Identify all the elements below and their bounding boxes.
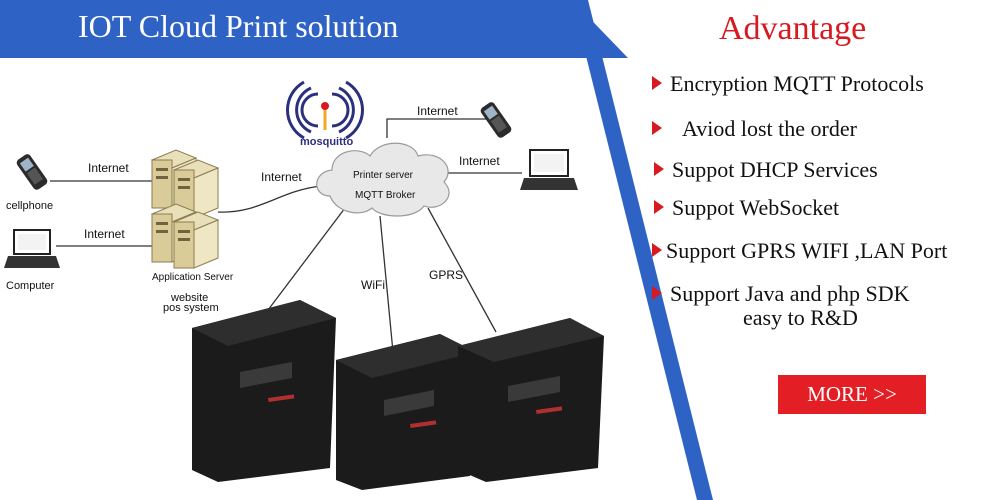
label-wifi: WiFi	[361, 278, 385, 292]
bullet-arrow-icon	[652, 121, 662, 135]
more-button[interactable]: MORE >>	[778, 375, 926, 414]
page-title: IOT Cloud Print solution	[78, 8, 399, 44]
computer-icon	[4, 229, 60, 268]
label-computer: Computer	[6, 280, 55, 292]
mosquitto-logo-text: mosquitto	[300, 136, 354, 148]
thermal-printer-icon	[336, 334, 476, 490]
advantage-item-continuation: easy to R&D	[743, 305, 858, 330]
link-cloud-printer-center	[379, 215, 394, 353]
mosquitto-logo-icon	[286, 80, 364, 140]
label-internet-phone: Internet	[88, 161, 129, 175]
advantage-item: Support Java and php SDK	[652, 282, 910, 306]
label-internet-server: Internet	[261, 170, 302, 184]
bullet-arrow-icon	[652, 76, 662, 90]
bullet-arrow-icon	[652, 286, 662, 300]
bullet-arrow-icon	[654, 200, 664, 214]
cloud-icon	[316, 142, 450, 217]
label-pos-system: pos system	[163, 302, 219, 314]
link-cloud-phone	[386, 118, 490, 138]
label-cellphone: cellphone	[6, 200, 54, 212]
cellphone-icon	[16, 154, 48, 190]
advantage-item: Suppot WebSocket	[654, 196, 839, 220]
cloud-label-server: Printer server	[353, 170, 414, 181]
title-banner	[0, 0, 628, 58]
application-server-icon	[150, 149, 220, 269]
advantage-item: Support GPRS WIFI ,LAN Port	[652, 239, 947, 263]
thermal-printer-icon	[192, 300, 336, 482]
cellphone-icon-right	[480, 102, 512, 138]
advantage-item: Encryption MQTT Protocols	[652, 72, 924, 96]
label-website: website	[171, 292, 209, 304]
cloud-label-broker: MQTT Broker	[355, 190, 416, 201]
link-cloud-printer-left	[261, 207, 346, 319]
thermal-printer-icon	[458, 318, 604, 482]
advantage-title: Advantage	[719, 10, 867, 47]
label-gprs: GPRS	[429, 268, 464, 282]
label-internet-phone-right: Internet	[417, 104, 458, 118]
advantage-item: Aviod lost the order	[652, 117, 857, 141]
label-internet-computer: Internet	[84, 227, 125, 241]
label-internet-laptop: Internet	[459, 154, 500, 168]
diagonal-stripe	[572, 0, 713, 500]
advantage-item: Suppot DHCP Services	[654, 158, 878, 182]
link-cloud-printer-right	[427, 207, 497, 333]
laptop-icon	[520, 149, 578, 190]
label-app-server: Application Server	[152, 272, 234, 283]
bullet-arrow-icon	[652, 243, 662, 257]
link-server-cloud	[217, 185, 323, 213]
bullet-arrow-icon	[654, 162, 664, 176]
